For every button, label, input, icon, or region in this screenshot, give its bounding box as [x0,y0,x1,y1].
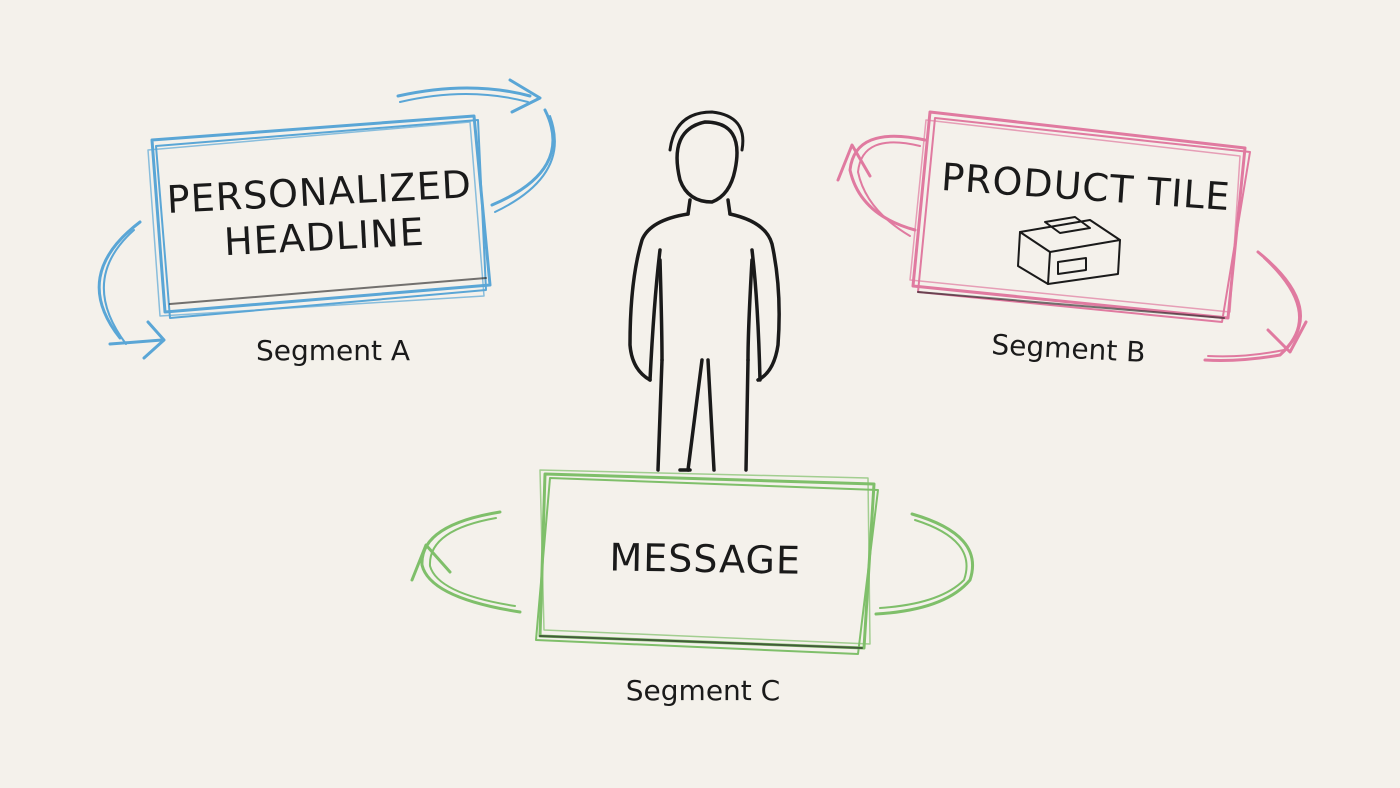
segment-b-arrow-bottom [1203,250,1308,362]
segment-a-label: Segment A [256,334,410,367]
segment-b-box [909,110,1251,323]
segment-a-group: PERSONALIZED HEADLINE Segment A [97,78,556,367]
segment-c-arrow-right [874,512,975,616]
segment-b-group: PRODUCT TILE Segment B [836,110,1308,369]
segment-c-group: MESSAGE Segment C [410,469,975,707]
segment-b-arrow-top [836,134,927,237]
segment-c-box [535,469,879,655]
segment-c-label: Segment C [626,674,780,707]
segment-a-headline-line2: HEADLINE [223,210,426,264]
segment-a-headline-line1: PERSONALIZED [166,162,473,222]
segment-a-arrow-bottom [97,220,166,360]
segment-c-title: MESSAGE [609,535,801,582]
segment-c-arrow-left [410,510,522,614]
segment-b-title: PRODUCT TILE [940,155,1232,219]
person-icon [628,110,781,472]
product-box-icon [1017,216,1121,285]
segment-b-label: Segment B [991,328,1147,369]
segment-a-arrow-top [396,78,556,213]
segment-a-box [147,114,492,319]
